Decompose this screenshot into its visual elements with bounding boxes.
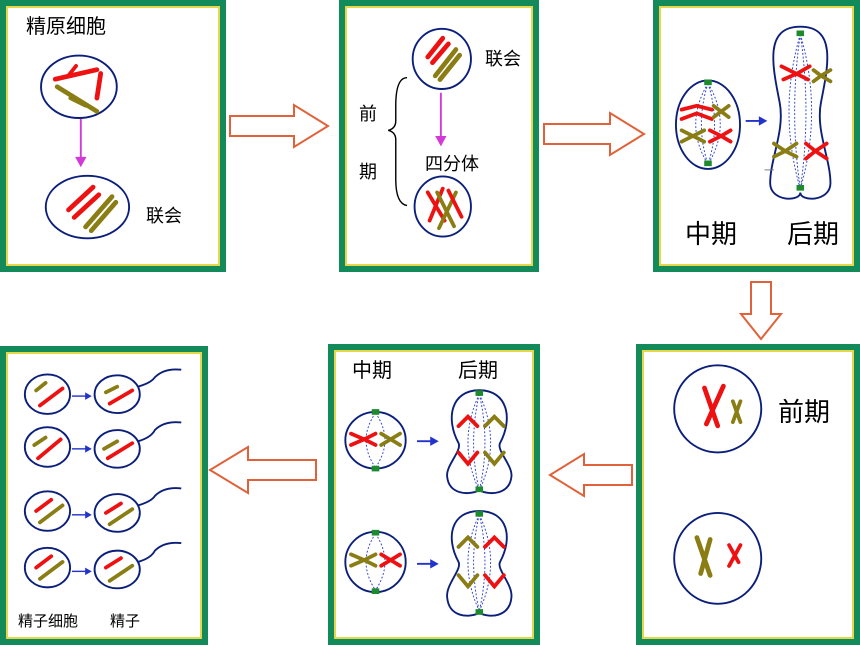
row-1 [23, 368, 182, 415]
spermatid-cell [23, 546, 72, 589]
centriole [475, 511, 484, 517]
down-pointer-head [75, 156, 87, 168]
label-metaphase-ii: 中期 [352, 358, 392, 382]
anaphase-chromosomes [772, 64, 833, 161]
panel-spermatids-and-sperm: 精子细胞 精子 [0, 346, 208, 645]
label-metaphase-i: 中期 [685, 220, 738, 250]
centriole [371, 529, 380, 536]
cell-metaphase-ii-upper [344, 411, 407, 470]
spermatid-cell [23, 426, 72, 468]
row-4 [23, 541, 182, 590]
cell-spermatogonium [40, 54, 118, 119]
label-sperm: 精子 [110, 612, 141, 630]
panel-spermatogonium-drawing [40, 54, 131, 240]
upper-chromosomes [702, 383, 743, 429]
spindle-anaphase-i [788, 34, 813, 189]
right-pointer-head [430, 436, 439, 446]
paired-chromosomes [66, 184, 119, 234]
cell-tetrad [413, 175, 472, 238]
centriole [475, 486, 484, 493]
panel-meiosis-i-division: 中期 后期 [653, 0, 860, 272]
down-arrow [738, 281, 784, 341]
centriole [371, 465, 380, 472]
spindle [365, 412, 386, 468]
cell-prophase-ii-upper [673, 364, 763, 454]
metaphase-chromosomes [679, 103, 733, 144]
paired-chromosomes [425, 35, 463, 82]
label-synapsis: 联会 [485, 49, 521, 70]
chromosomes [349, 431, 402, 447]
chromosomes [456, 414, 506, 467]
down-pointer-head [435, 136, 447, 147]
sperm-tail [137, 541, 182, 563]
centriole [371, 588, 380, 595]
row-3 [23, 487, 182, 533]
spindle [467, 393, 491, 491]
chromosomes [456, 534, 506, 590]
label-anaphase-i: 后期 [787, 220, 840, 250]
prophase-brace [388, 77, 408, 207]
cell-synapsis [44, 174, 131, 240]
right-arrow-2 [543, 111, 646, 157]
chromosomes [349, 552, 402, 568]
spindle-metaphase-i [695, 83, 721, 165]
label-spermatid: 精子细胞 [18, 612, 79, 630]
spermatid-cell [23, 373, 72, 415]
label-spermatogonium: 精原细胞 [26, 14, 106, 38]
label-tetrad: 四分体 [425, 154, 479, 175]
spermatid-cell [23, 490, 72, 532]
lower-chromosomes [694, 535, 743, 578]
left-arrow-2 [208, 445, 317, 495]
cell-anaphase-ii-lower [446, 510, 513, 617]
cell-synapsis [411, 27, 472, 90]
spindle [467, 514, 491, 612]
panel-spermatogonium: 精原细胞 联会 [0, 0, 226, 272]
panel-meiosis-ii-division-drawing [344, 389, 513, 617]
centriole [371, 409, 380, 415]
sperm-tail [137, 487, 182, 507]
row-2 [23, 421, 182, 469]
sperm-head [93, 429, 141, 469]
chromosomes [52, 64, 104, 114]
right-pointer-head [85, 511, 92, 519]
centriole [704, 160, 712, 167]
right-arrow-1 [229, 103, 330, 149]
centriole [704, 79, 712, 86]
tetrad-chromosomes [425, 186, 464, 230]
panel-meiosis-i-division-drawing [675, 25, 833, 200]
cell-anaphase-i [769, 25, 832, 200]
sperm-tail [137, 368, 182, 388]
right-pointer-head [85, 567, 92, 576]
panel-prophase-ii-drawing [673, 364, 763, 605]
centriole [475, 609, 484, 615]
sperm-tail [137, 421, 182, 443]
label-synapsis: 联会 [146, 206, 182, 227]
panel-prophase-i: 前 期 联会 四分体 [339, 0, 539, 272]
centriole [796, 184, 805, 191]
right-pointer-head [430, 559, 439, 569]
panel-prophase-ii: 前期 [636, 344, 860, 645]
label-anaphase-ii: 后期 [458, 358, 498, 382]
cell-anaphase-ii-upper [446, 389, 513, 494]
right-pointer-head [85, 392, 92, 400]
centriole [796, 30, 805, 37]
panel-prophase-i-drawing [388, 27, 472, 238]
panel-meiosis-ii-division: 中期 后期 [328, 344, 540, 645]
panel-spermatids-drawing [23, 368, 182, 590]
sperm-head [93, 374, 141, 414]
sperm-head [93, 493, 141, 533]
centriole [475, 390, 484, 396]
label-prophase-char-2: 期 [359, 162, 377, 183]
sperm-head [93, 549, 141, 590]
right-pointer-head [85, 445, 92, 453]
label-prophase-char-1: 前 [359, 104, 377, 125]
left-arrow-1 [548, 452, 633, 498]
label-prophase-ii: 前期 [778, 398, 831, 428]
cell-metaphase-i [675, 79, 741, 170]
right-pointer-head [758, 116, 768, 126]
cell-prophase-ii-lower [673, 512, 763, 605]
